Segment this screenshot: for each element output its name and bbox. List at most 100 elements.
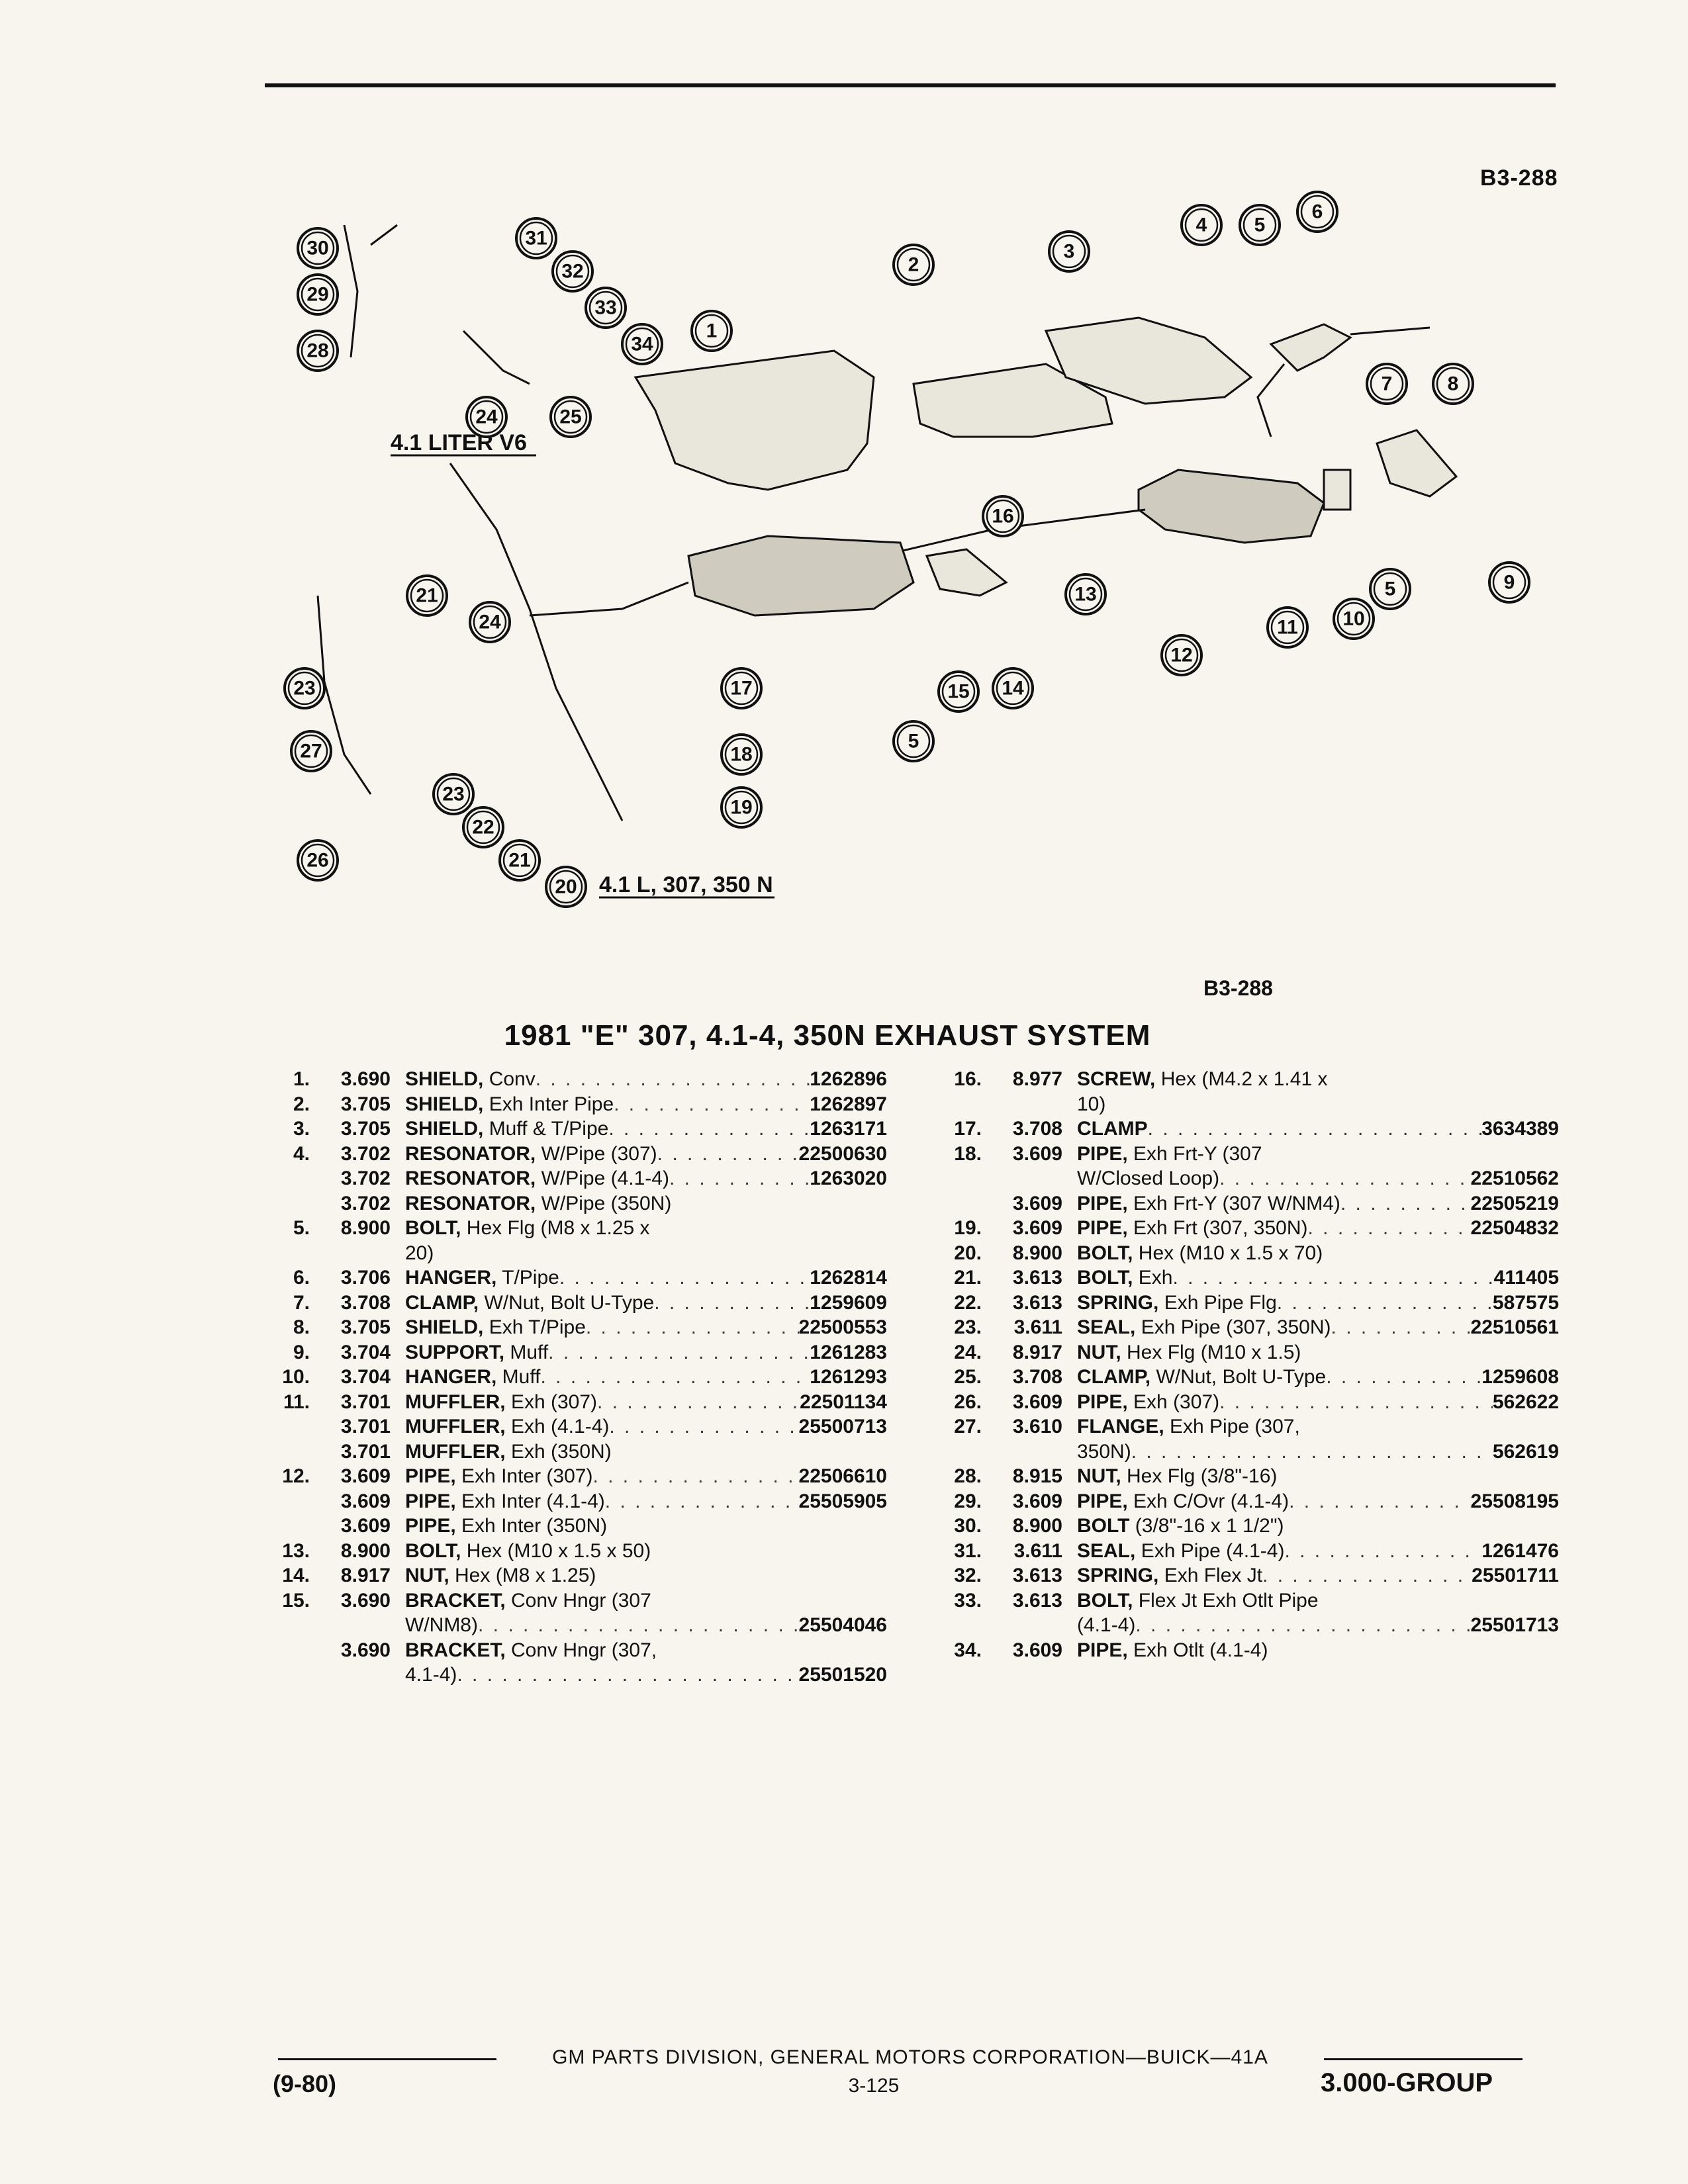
callout-1: 1 [690, 310, 733, 352]
part-name: SUPPORT, [405, 1341, 505, 1363]
leader-dots: . . . . . . . . . . . . . . . . . . . . … [608, 1118, 810, 1140]
part-number: 22504832 [1470, 1217, 1559, 1239]
part-number: 1259608 [1481, 1366, 1559, 1388]
part-group-number: 3.690 [340, 1639, 391, 1661]
part-detail: Hex Flg (M10 x 1.5) [1121, 1341, 1301, 1363]
part-ref-number: 34. [954, 1639, 982, 1661]
part-row: 350N) . . . . . . . . . . . . . . . . . … [937, 1439, 1559, 1465]
leader-dots: . . . . . . . . . . . . . . . . . . . . … [1147, 1118, 1482, 1140]
part-description: SEAL, Exh Pipe (4.1-4) . . . . . . . . .… [1077, 1539, 1559, 1564]
part-name: BOLT, [1077, 1242, 1133, 1264]
callout-number: 23 [442, 784, 464, 805]
leader-dots: . . . . . . . . . . . . . . . . . . . . … [654, 1291, 810, 1314]
part-detail: Hex (M10 x 1.5 x 50) [461, 1539, 651, 1562]
part-detail: W/Closed Loop) [1077, 1167, 1220, 1189]
part-detail: Muff & T/Pipe [483, 1118, 609, 1140]
label-engine-variants: 4.1 L, 307, 350 N [599, 872, 773, 897]
callout-number: 10 [1342, 608, 1364, 630]
part-description: NUT, Hex Flg (3/8"-16) [1077, 1464, 1559, 1489]
callout-number: 22 [472, 817, 494, 839]
leader-dots [1284, 1514, 1559, 1539]
part-ref-number: 31. [954, 1539, 982, 1562]
part-description: 4.1-4) . . . . . . . . . . . . . . . . .… [405, 1662, 887, 1688]
callout-number: 6 [1312, 201, 1323, 223]
part-number: 25501711 [1472, 1565, 1559, 1586]
leader-dots: . . . . . . . . . . . . . . . . . . . . … [540, 1366, 810, 1388]
leader-dots [1327, 1067, 1559, 1092]
part-description: SPRING, Exh Pipe Flg . . . . . . . . . .… [1077, 1291, 1559, 1316]
part-ref-number: 9. [293, 1341, 310, 1363]
callout-21b: 21 [406, 574, 448, 617]
callout-number: 21 [416, 585, 438, 607]
part-name: SCREW, [1077, 1068, 1156, 1090]
part-number: 22500553 [798, 1316, 887, 1338]
callout-12: 12 [1160, 634, 1203, 676]
callout-number: 15 [947, 681, 969, 703]
part-group-number: 8.900 [1012, 1515, 1062, 1537]
part-group-number: 8.977 [1012, 1068, 1062, 1090]
part-detail: Exh Pipe (307, [1164, 1416, 1300, 1437]
part-detail: (4.1-4) [1077, 1614, 1136, 1636]
callout-7: 7 [1366, 363, 1408, 405]
callout-32: 32 [551, 250, 594, 293]
catalytic-converter [687, 535, 915, 617]
leader-dots: . . . . . . . . . . . . . . . . . . . . … [657, 1142, 799, 1165]
part-detail: Hex Flg (M8 x 1.25 x [461, 1217, 650, 1239]
part-detail: W/Nut, Bolt U-Type [479, 1291, 655, 1314]
part-group-number: 8.915 [1012, 1465, 1062, 1487]
part-detail: Exh Inter Pipe [483, 1093, 614, 1115]
part-group-number: 3.609 [1012, 1639, 1062, 1661]
part-detail: Flex Jt Exh Otlt Pipe [1133, 1589, 1319, 1612]
part-group-number: 8.900 [340, 1539, 391, 1562]
part-description: W/Closed Loop) . . . . . . . . . . . . .… [1077, 1166, 1559, 1191]
part-group-number [310, 1241, 405, 1266]
part-ref-number [265, 1489, 310, 1514]
leader-dots: . . . . . . . . . . . . . . . . . . . . … [1340, 1192, 1471, 1214]
callout-5b: 5 [892, 720, 935, 762]
callout-5: 5 [1239, 204, 1281, 246]
callout-18: 18 [720, 733, 763, 776]
leader-dots [1105, 1092, 1559, 1117]
leader-dots: . . . . . . . . . . . . . . . . . . . . … [559, 1267, 810, 1289]
part-detail: Exh (307) [505, 1390, 598, 1413]
leader-dots [1300, 1414, 1559, 1439]
part-number: 22505219 [1470, 1192, 1559, 1214]
part-description: 10) [1077, 1092, 1559, 1117]
part-description: W/NM8) . . . . . . . . . . . . . . . . .… [405, 1613, 887, 1638]
part-name: CLAMP, [1077, 1366, 1151, 1388]
part-ref-number: 3. [293, 1118, 310, 1140]
part-ref-number [265, 1191, 310, 1216]
part-detail: Exh (4.1-4) [505, 1416, 610, 1437]
part-group-number: 3.705 [340, 1316, 391, 1338]
part-detail: Hex Flg (3/8"-16) [1121, 1465, 1278, 1487]
part-ref-number: 21. [954, 1267, 982, 1289]
leader-dots: . . . . . . . . . . . . . . . . . . . . … [457, 1664, 798, 1686]
part-row: 4.1-4) . . . . . . . . . . . . . . . . .… [265, 1662, 887, 1688]
part-group-number: 3.609 [340, 1515, 391, 1537]
part-row: W/NM8) . . . . . . . . . . . . . . . . .… [265, 1613, 887, 1638]
part-group-number: 3.613 [1012, 1291, 1062, 1314]
part-name: SHIELD, [405, 1316, 484, 1338]
part-ref-number [265, 1166, 310, 1191]
front-y-pipe [449, 463, 624, 821]
part-number: 25504046 [798, 1614, 887, 1636]
part-ref-number: 8. [293, 1316, 310, 1338]
part-group-number [310, 1662, 405, 1688]
leader-dots: . . . . . . . . . . . . . . . . . . . . … [1276, 1291, 1493, 1314]
exhaust-pipe-left [316, 595, 372, 795]
leader-dots [596, 1563, 887, 1588]
part-row: W/Closed Loop) . . . . . . . . . . . . .… [937, 1166, 1559, 1191]
part-name: SEAL, [1077, 1539, 1136, 1562]
part-group-number: 3.708 [1012, 1118, 1062, 1140]
part-name: NUT, [405, 1565, 449, 1586]
part-number: 22506610 [798, 1465, 887, 1487]
callout-3: 3 [1048, 230, 1090, 273]
